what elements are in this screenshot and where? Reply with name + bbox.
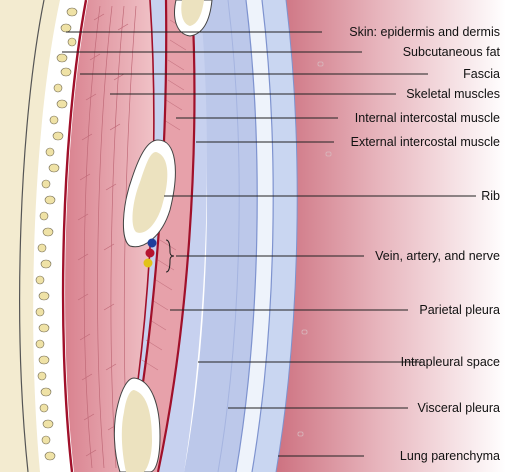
nerve-dot [143,258,153,268]
vein-dot [147,238,157,248]
label-subcutaneous-fat: Subcutaneous fat [402,45,500,59]
skin-outer [19,0,45,472]
artery-dot [145,248,155,258]
visceral-line-outer [275,0,298,472]
skin-layer [0,0,60,472]
visceral-line [251,0,274,472]
label-visceral-pleura: Visceral pleura [417,401,500,415]
subcutaneous-fat [35,7,78,461]
bundle-brace [165,239,175,273]
rib-bottom [113,377,161,472]
leader-lines [62,31,476,457]
label-external-intercostal: External intercostal muscle [350,135,500,149]
label-parietal-pleura: Parietal pleura [419,303,500,317]
label-neurovascular: Vein, artery, and nerve [375,249,500,263]
skeletal-muscle [65,0,154,472]
label-skin: Skin: epidermis and dermis [349,25,500,39]
label-internal-intercostal: Internal intercostal muscle [354,111,500,125]
label-intrapleural-space: Intrapleural space [400,355,500,369]
intercostal-edge-right [156,0,196,472]
parietal-line-2 [217,0,240,472]
label-lung-parenchyma: Lung parenchyma [399,449,500,463]
rib-middle [122,139,176,248]
label-rib: Rib [481,189,500,203]
label-fascia: Fascia [463,67,500,81]
label-skeletal-muscles: Skeletal muscles [406,87,500,101]
parietal-line [235,0,258,472]
rib-top [174,0,213,37]
fascia-line [61,0,88,472]
